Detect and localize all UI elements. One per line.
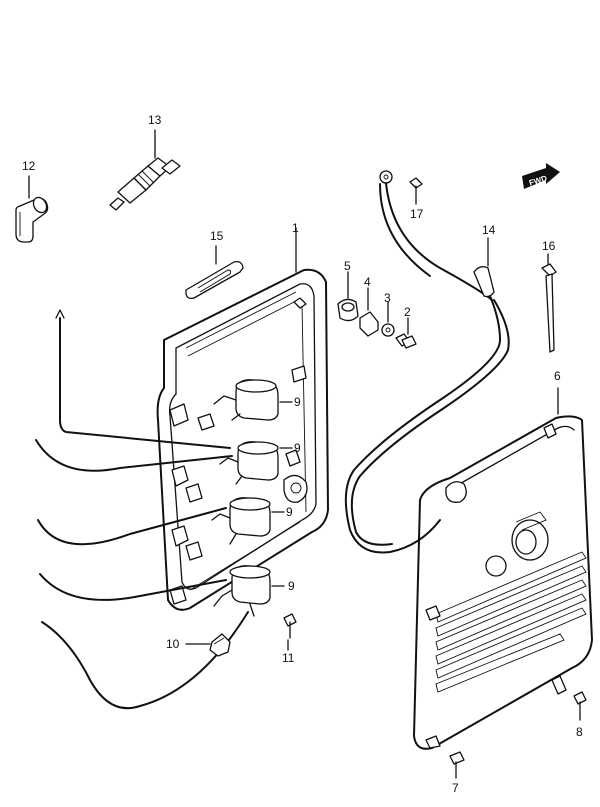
cover-part: [413, 387, 593, 750]
fwd-arrow-icon: FWD: [522, 163, 560, 189]
callout-7: 7: [452, 781, 459, 795]
callout-10: 10: [166, 637, 180, 651]
callout-3: 3: [384, 291, 391, 305]
high-tension-leads: [35, 309, 249, 710]
plate-clips: [185, 413, 308, 561]
ignition-coil-1: [213, 379, 293, 421]
ignition-coil-3: [211, 497, 285, 545]
collar-part-4: [359, 287, 379, 337]
callout-9d: 9: [288, 579, 295, 593]
callout-6: 6: [554, 369, 561, 383]
coil-plate-frame: [156, 227, 329, 611]
callout-13: 13: [148, 113, 162, 127]
callout-1: 1: [292, 221, 299, 235]
cable-tie-part: [541, 253, 557, 353]
callout-17: 17: [410, 207, 424, 221]
ground-wire-part: [379, 170, 493, 301]
washer-part-3: [381, 301, 395, 337]
screw-8-part: [573, 691, 587, 721]
plug-cap-part: [15, 175, 49, 243]
callout-9b: 9: [294, 441, 301, 455]
spark-plug-part: [109, 129, 181, 211]
bolt-part-17: [409, 177, 423, 205]
callout-11: 11: [282, 651, 295, 665]
callout-12: 12: [22, 159, 36, 173]
callout-16: 16: [542, 239, 556, 253]
callout-4: 4: [364, 275, 371, 289]
callout-15: 15: [210, 229, 224, 243]
callout-9c: 9: [286, 505, 293, 519]
clamp-part: [185, 633, 231, 657]
ignition-coil-2: [219, 441, 293, 485]
callout-5: 5: [344, 259, 351, 273]
callout-9a: 9: [294, 395, 301, 409]
ignition-coil-4: [213, 565, 285, 617]
callout-14: 14: [482, 223, 496, 237]
callout-2: 2: [404, 305, 411, 319]
screw-11-part: [283, 613, 297, 651]
bracket-part: [185, 245, 244, 300]
bolt-part-2: [395, 317, 417, 349]
screw-7-part: [449, 751, 465, 779]
callout-8: 8: [576, 725, 583, 739]
grommet-part-5: [337, 271, 359, 322]
lead-wire-part: [344, 237, 510, 554]
